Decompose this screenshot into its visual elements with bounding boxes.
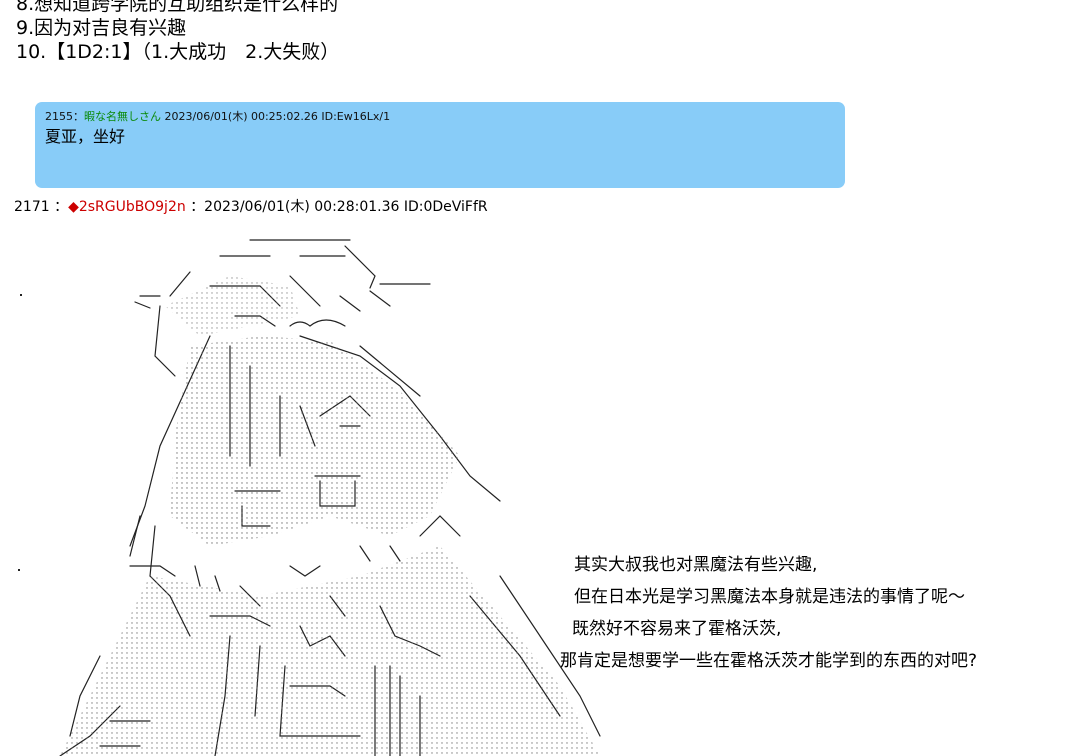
post-number[interactable]: 2171 — [14, 199, 50, 215]
list-item: 9.因为对吉良有兴趣 — [16, 17, 187, 39]
ascii-art-figure — [18, 239, 601, 756]
post-header: 2171 ：◆2sRGUbBO9j2n ：2023/06/01(木) 00:28… — [14, 198, 488, 216]
quote-author: 暇な名無しさん — [84, 110, 161, 123]
dialog-line: 既然好不容易来了霍格沃茨, — [572, 619, 782, 639]
quote-separator: ： — [73, 110, 84, 123]
post-list: 8.想知道跨学院的互助组织是什么样的 9.因为对吉良有兴趣 10.【1D2:1】… — [16, 0, 339, 64]
post-separator: ： — [49, 199, 69, 215]
dialog-line: 但在日本光是学习黑魔法本身就是违法的事情了呢～ — [574, 587, 965, 607]
dialog-text: 其实大叔我也对黑魔法有些兴趣, 但在日本光是学习黑魔法本身就是违法的事情了呢～ … — [560, 549, 977, 677]
dialog-line: 其实大叔我也对黑魔法有些兴趣, — [574, 555, 818, 575]
dialog-line: 那肯定是想要学一些在霍格沃茨才能学到的东西的对吧? — [560, 651, 978, 671]
post-timestamp: ：2023/06/01(木) 00:28:01.36 ID:0DeViFfR — [190, 199, 488, 215]
list-item: 8.想知道跨学院的互助组织是什么样的 — [16, 0, 339, 15]
quote-number[interactable]: 2155 — [45, 110, 73, 123]
list-item: 10.【1D2:1】（1.大成功 2.大失败） — [16, 41, 340, 63]
quoted-post: 2155：暇な名無しさん 2023/06/01(木) 00:25:02.26 I… — [35, 102, 845, 188]
post-trip: ◆2sRGUbBO9j2n — [68, 199, 186, 215]
quote-header: 2155：暇な名無しさん 2023/06/01(木) 00:25:02.26 I… — [45, 110, 835, 124]
quote-body: 夏亚，坐好 — [45, 127, 126, 146]
quote-timestamp: 2023/06/01(木) 00:25:02.26 ID:Ew16Lx/1 — [164, 110, 391, 123]
